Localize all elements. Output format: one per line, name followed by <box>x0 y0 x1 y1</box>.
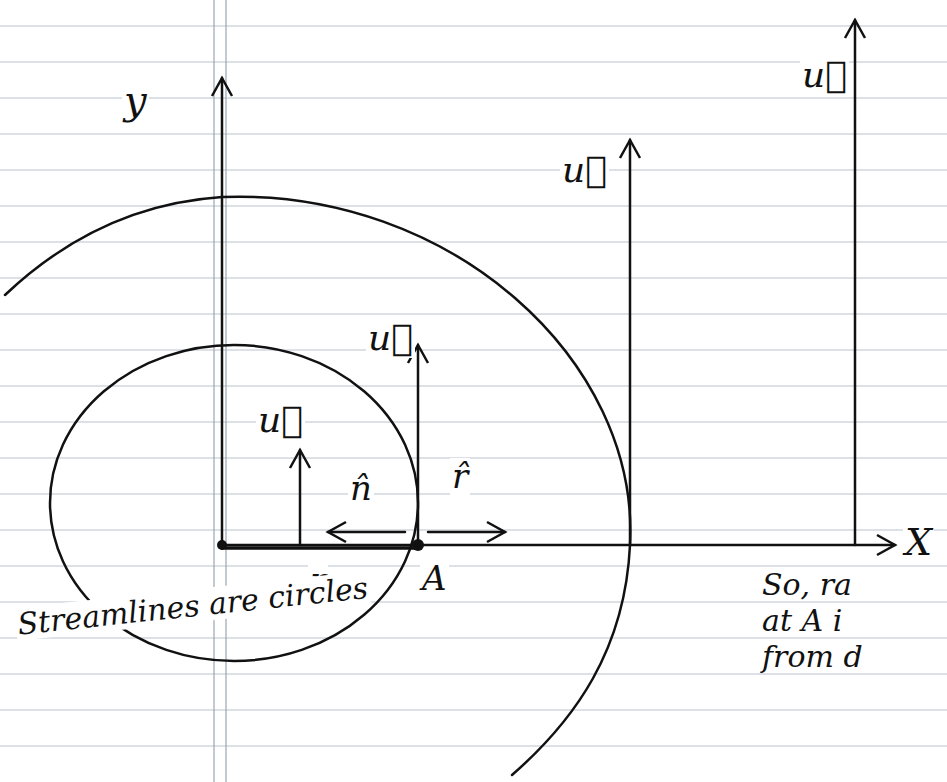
note-text: at A i <box>760 604 844 637</box>
y-axis <box>221 78 224 547</box>
vector-label: n̂ <box>348 470 374 507</box>
vector-label: r̂ <box>450 458 470 495</box>
velocity-arrow <box>854 20 857 545</box>
vector-label: u⃗ <box>366 318 415 358</box>
velocity-arrow <box>417 345 420 545</box>
axis-label: y <box>122 78 149 122</box>
radial-arrow <box>428 531 505 534</box>
vector-label: u⃗ <box>800 55 849 95</box>
normal-arrow <box>328 531 405 534</box>
note-text: Streamlines are circles <box>14 571 372 641</box>
note-text: So, ra <box>760 568 854 601</box>
point-a <box>412 539 424 551</box>
velocity-arrow <box>299 450 302 545</box>
point-label: A <box>420 560 449 597</box>
vector-label: u⃗ <box>256 400 305 440</box>
origin-dot <box>217 540 227 550</box>
margin-lines <box>214 0 226 782</box>
radius-line <box>222 546 418 550</box>
velocity-arrow <box>629 140 632 545</box>
note-text: from d <box>760 640 865 673</box>
outer-streamline <box>5 197 630 775</box>
vector-label: u⃗ <box>560 150 609 190</box>
ruled-lines <box>0 26 947 746</box>
axis-label: X <box>903 522 934 564</box>
x-axis <box>222 544 895 547</box>
